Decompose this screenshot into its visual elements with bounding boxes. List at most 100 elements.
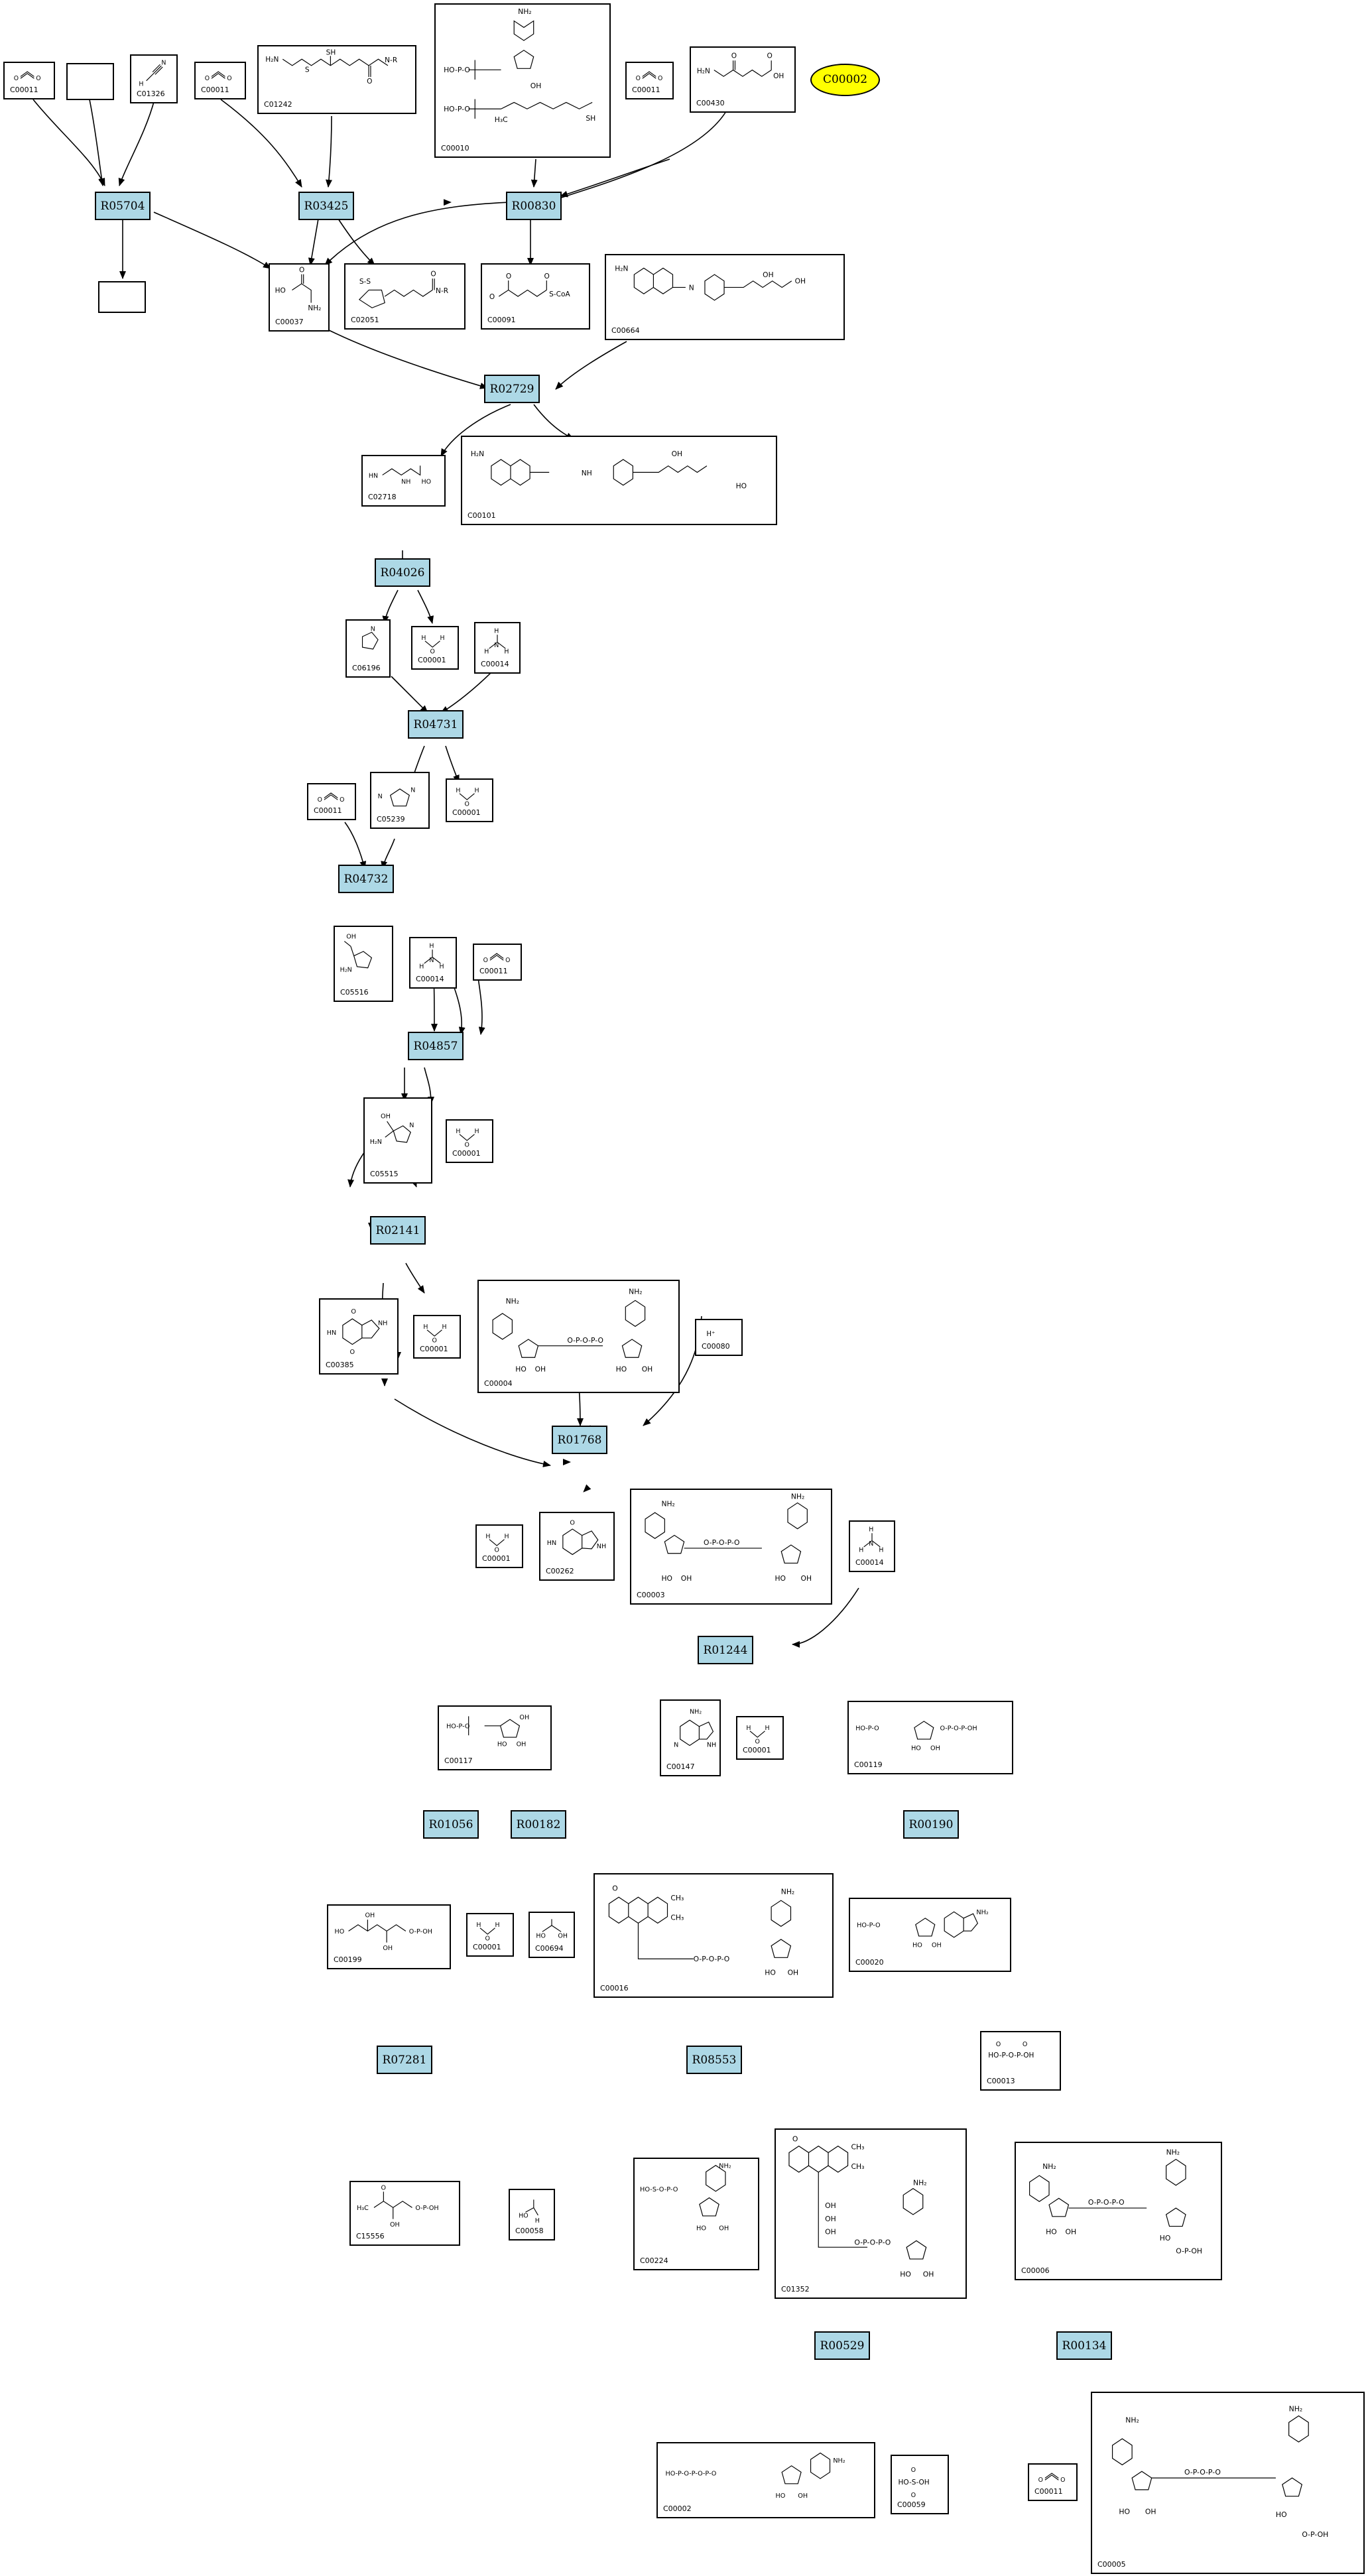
svg-text:H: H: [765, 1725, 770, 1732]
svg-text:CH₃: CH₃: [670, 1914, 684, 1922]
compound-empty-1[interactable]: [66, 63, 114, 100]
reaction-r01056[interactable]: R01056: [423, 1810, 479, 1839]
svg-text:H₂N: H₂N: [370, 1138, 382, 1146]
reaction-r04857[interactable]: R04857: [408, 1032, 464, 1060]
svg-text:OH: OH: [381, 1113, 391, 1120]
svg-text:OH: OH: [558, 1933, 567, 1940]
reaction-r05704[interactable]: R05704: [95, 192, 151, 220]
svg-text:NH₂: NH₂: [976, 1909, 988, 1916]
start-compound-c00002[interactable]: C00002: [810, 64, 880, 96]
svg-text:OH: OH: [390, 2221, 400, 2229]
svg-text:O: O: [489, 293, 495, 301]
reaction-r00529[interactable]: R00529: [814, 2331, 870, 2360]
reaction-r08553[interactable]: R08553: [686, 2046, 742, 2074]
svg-text:NH₂: NH₂: [1289, 2405, 1303, 2414]
svg-text:HO: HO: [696, 2225, 706, 2232]
reaction-r04731[interactable]: R04731: [408, 710, 464, 739]
reaction-r04732[interactable]: R04732: [338, 865, 394, 893]
svg-text:HO: HO: [616, 1365, 627, 1374]
reaction-r04026[interactable]: R04026: [375, 558, 430, 587]
reaction-r00182[interactable]: R00182: [511, 1810, 566, 1839]
compound-c06196[interactable]: N C06196: [345, 619, 391, 678]
compound-id: C00002: [663, 2504, 692, 2513]
compound-id: C00016: [600, 1984, 629, 1993]
reaction-r00830[interactable]: R00830: [506, 192, 562, 220]
reaction-r03425[interactable]: R03425: [298, 192, 354, 220]
svg-text:N: N: [674, 1741, 678, 1748]
reaction-r07281[interactable]: R07281: [377, 2046, 432, 2074]
reaction-r01244[interactable]: R01244: [698, 1636, 753, 1664]
reaction-r02729[interactable]: R02729: [484, 375, 540, 403]
svg-text:HO: HO: [775, 1574, 786, 1583]
svg-text:H: H: [505, 1533, 509, 1540]
air-structure: NN: [378, 787, 415, 807]
reaction-r00134[interactable]: R00134: [1056, 2331, 1112, 2360]
reaction-r01768[interactable]: R01768: [552, 1426, 607, 1454]
svg-text:O-P-OH: O-P-OH: [1176, 2247, 1202, 2256]
reaction-r02141[interactable]: R02141: [370, 1216, 426, 1245]
compound-id: C00011: [632, 86, 660, 94]
compound-empty-2[interactable]: [98, 281, 146, 313]
compound-c00080[interactable]: H⁺ C00080: [695, 1319, 743, 1356]
svg-text:HO: HO: [912, 1941, 922, 1949]
svg-text:HO-P-O-P-OH: HO-P-O-P-OH: [988, 2052, 1034, 2059]
svg-text:HO: HO: [661, 1574, 672, 1583]
reaction-r00190[interactable]: R00190: [903, 1810, 959, 1839]
